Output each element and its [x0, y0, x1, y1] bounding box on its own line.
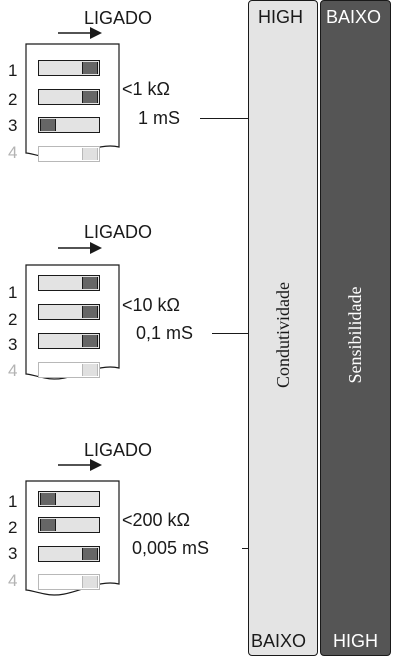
- conductivity-low-label: BAIXO: [251, 631, 307, 651]
- switch-number: 2: [8, 518, 18, 537]
- conductance-label: 1 mS: [138, 108, 181, 128]
- switch-number: 2: [8, 310, 18, 329]
- arrow-right-icon: [58, 242, 102, 254]
- dip-switch-1: [38, 60, 100, 76]
- conductance-label: 0,1 mS: [136, 323, 194, 343]
- dip-switch-2: [38, 304, 100, 320]
- conductivity-bar: [248, 0, 318, 656]
- dip-switch-3: [38, 117, 100, 133]
- dip-switch-2: [38, 517, 100, 533]
- conductance-label: 0,005 mS: [132, 538, 210, 558]
- switch-number: 3: [8, 335, 18, 354]
- resistance-label: <10 kΩ: [122, 295, 180, 315]
- sensitivity-low-label: BAIXO: [326, 7, 382, 27]
- dip-switch-4: [38, 362, 100, 378]
- conductivity-high-label: HIGH: [258, 7, 303, 27]
- switch-number: 4: [8, 143, 18, 162]
- dip-switch-4: [38, 574, 100, 590]
- sensitivity-title: Sensibilidade: [345, 286, 365, 384]
- on-label: LIGADO: [84, 440, 153, 460]
- dip-switch-3: [38, 546, 100, 562]
- switch-number: 3: [8, 544, 18, 563]
- switch-number: 1: [8, 492, 18, 511]
- switch-number: 1: [8, 283, 18, 302]
- dip-switch-block: [25, 480, 120, 596]
- on-label: LIGADO: [84, 8, 153, 28]
- resistance-label: <1 kΩ: [122, 79, 170, 99]
- leader-line: [212, 333, 248, 335]
- dip-switch-1: [38, 491, 100, 507]
- dip-switch-3: [38, 333, 100, 349]
- sensitivity-bar: [320, 0, 391, 656]
- switch-number: 2: [8, 90, 18, 109]
- arrow-right-icon: [58, 459, 102, 471]
- switch-number: 1: [8, 61, 18, 80]
- dip-switch-2: [38, 89, 100, 105]
- dip-switch-4: [38, 146, 100, 162]
- conductivity-title: Condutividade: [273, 282, 293, 388]
- dip-switch-1: [38, 275, 100, 291]
- on-label: LIGADO: [84, 222, 153, 242]
- resistance-label: <200 kΩ: [122, 510, 191, 530]
- switch-number: 3: [8, 116, 18, 135]
- switch-number: 4: [8, 571, 18, 590]
- leader-line: [242, 548, 248, 550]
- dip-switch-block: [25, 264, 120, 380]
- sensitivity-high-label: HIGH: [333, 631, 378, 651]
- switch-number: 4: [8, 361, 18, 380]
- leader-line: [200, 118, 248, 120]
- arrow-right-icon: [58, 27, 102, 39]
